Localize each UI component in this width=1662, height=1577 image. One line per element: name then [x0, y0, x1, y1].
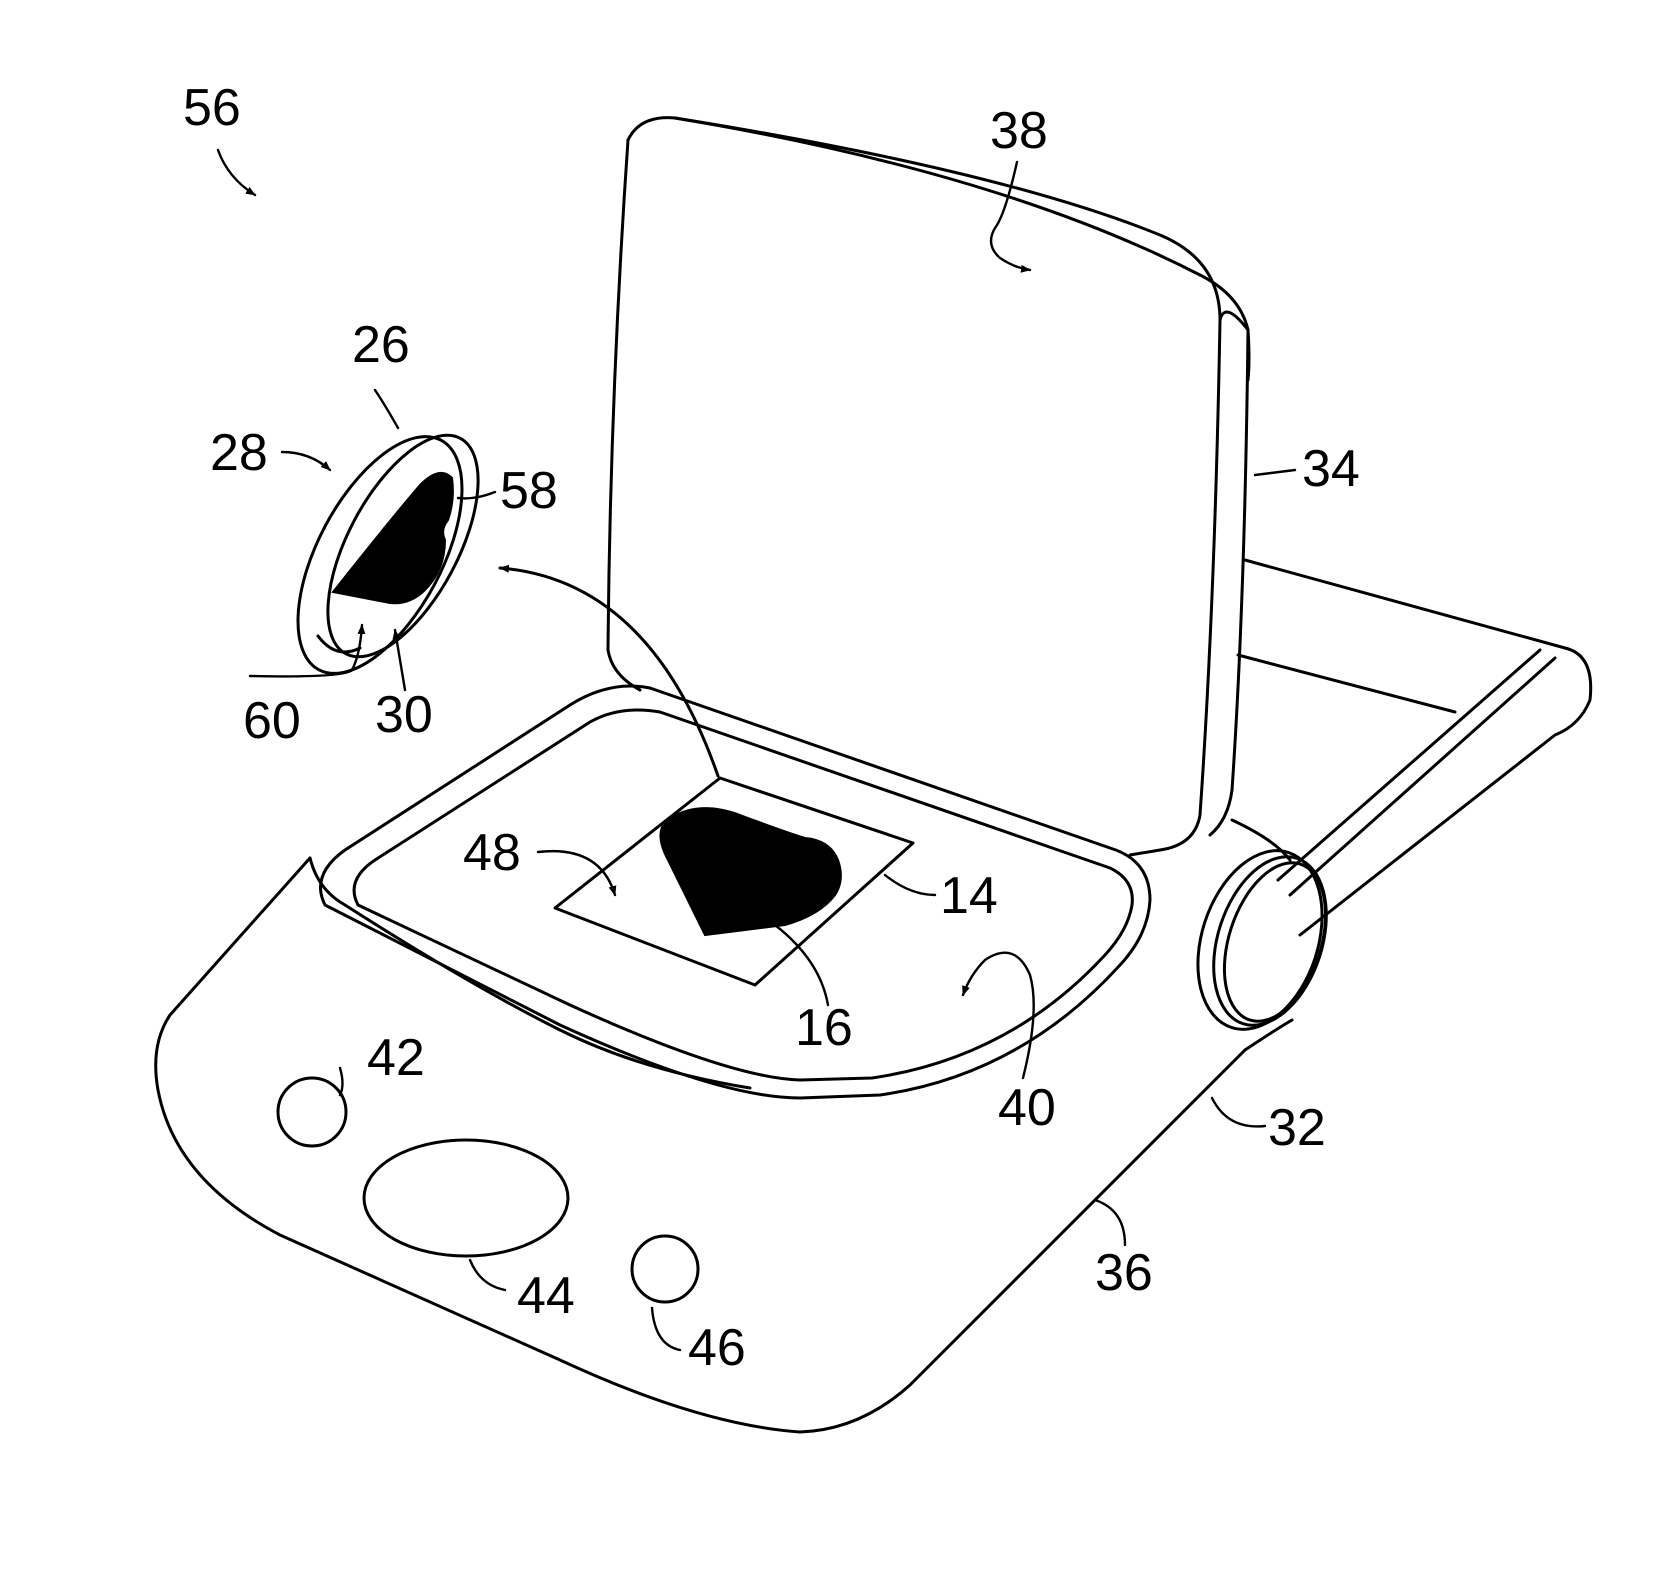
heart-image	[660, 808, 840, 935]
lid	[608, 118, 1249, 855]
ref-34: 34	[1302, 440, 1360, 498]
leader-32	[1212, 1098, 1265, 1126]
leader-26	[375, 390, 398, 428]
ref-56: 56	[183, 79, 241, 137]
leader-36	[1095, 1200, 1125, 1245]
leader-16	[775, 925, 828, 1005]
leader-42	[340, 1068, 343, 1095]
button-oval[interactable]	[364, 1140, 568, 1256]
ref-26: 26	[352, 316, 410, 374]
ref-48: 48	[463, 824, 521, 882]
leader-48	[538, 851, 615, 895]
ref-46: 46	[688, 1319, 746, 1377]
button-left[interactable]	[278, 1078, 346, 1146]
ref-42: 42	[367, 1029, 425, 1087]
ref-58: 58	[500, 462, 558, 520]
ref-30: 30	[375, 686, 433, 744]
ref-14: 14	[940, 867, 998, 925]
ref-36: 36	[1095, 1244, 1153, 1302]
ref-28: 28	[210, 424, 268, 482]
leader-34	[1255, 470, 1295, 475]
leader-28	[282, 452, 330, 470]
leader-46	[652, 1308, 680, 1350]
ref-60: 60	[243, 692, 301, 750]
leader-38	[991, 162, 1030, 270]
leader-44	[470, 1260, 505, 1290]
carry-handle	[1232, 560, 1591, 935]
ref-16: 16	[795, 999, 853, 1057]
ref-38: 38	[990, 102, 1048, 160]
leader-56	[218, 150, 255, 195]
leader-14	[885, 875, 935, 895]
ref-44: 44	[517, 1267, 575, 1325]
button-right[interactable]	[632, 1236, 698, 1302]
ref-32: 32	[1268, 1099, 1326, 1157]
ref-40: 40	[998, 1079, 1056, 1137]
